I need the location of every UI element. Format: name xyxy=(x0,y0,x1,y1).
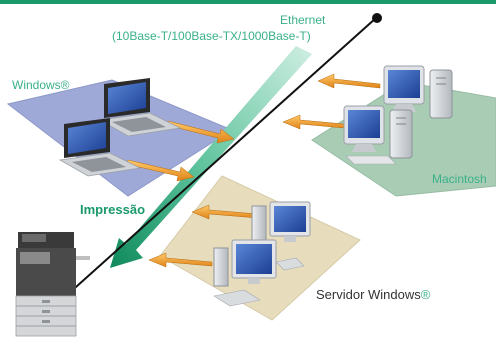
server-name: Servidor Windows xyxy=(316,287,421,302)
registered-mark: ® xyxy=(420,287,431,302)
ethernet-spec: (10Base-T/100Base-TX/1000Base-T) xyxy=(112,29,311,43)
laptop-icon xyxy=(98,78,182,137)
server-label: Servidor Windows® xyxy=(316,287,430,302)
mac-desktop-icon xyxy=(343,105,413,165)
server-pc-icon xyxy=(251,201,311,271)
laptop-icon xyxy=(58,118,142,177)
printer-icon xyxy=(15,232,90,337)
data-arrow xyxy=(148,252,213,268)
printing-label: Impressão xyxy=(80,202,146,217)
cable-end-node xyxy=(372,13,382,23)
windows-label: Windows® xyxy=(12,78,70,92)
data-arrow xyxy=(282,114,345,130)
macintosh-label: Macintosh xyxy=(432,172,487,186)
ethernet-cable xyxy=(27,17,377,331)
data-arrow xyxy=(191,204,259,220)
data-arrow xyxy=(317,73,381,89)
mac-desktop-icon xyxy=(383,65,453,119)
server-pc-icon xyxy=(213,239,277,307)
top-accent-bar xyxy=(0,0,496,4)
ethernet-title: Ethernet xyxy=(280,13,326,27)
